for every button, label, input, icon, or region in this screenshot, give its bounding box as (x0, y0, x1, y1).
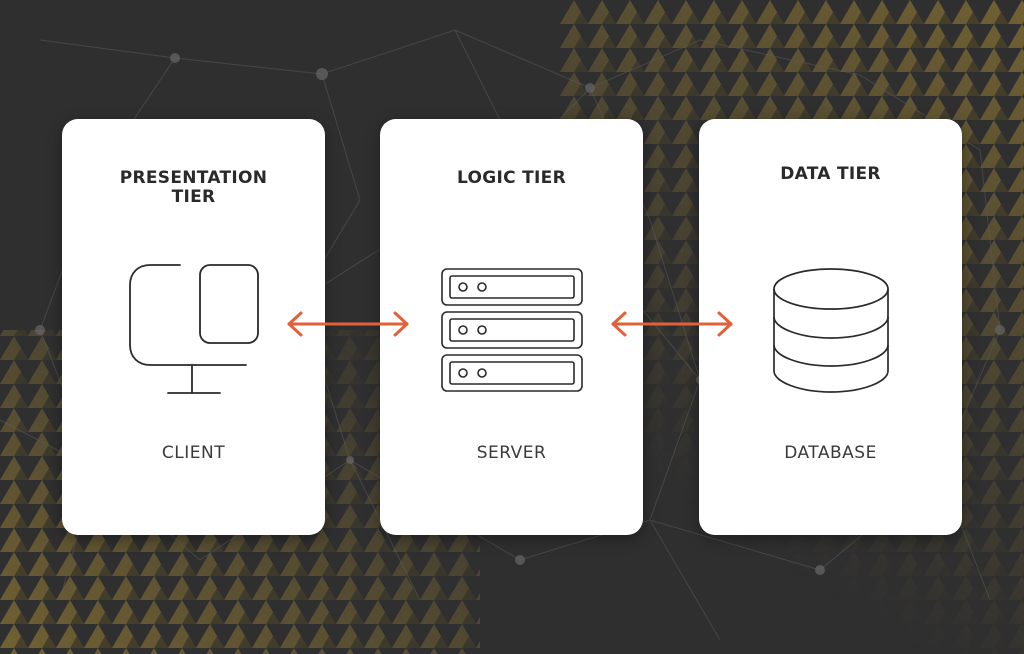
server-rack-icon (441, 268, 583, 392)
card-title: DATA TIER (699, 165, 962, 184)
card-title: PRESENTATION TIER (62, 169, 325, 207)
card-title-line1: PRESENTATION (119, 168, 268, 188)
card-label: SERVER (476, 443, 547, 463)
card-title: LOGIC TIER (380, 169, 643, 188)
card-title-line1: DATA TIER (780, 164, 881, 184)
card-label: CLIENT (161, 443, 226, 463)
card-label: DATABASE (784, 443, 877, 463)
presentation-tier-card: PRESENTATION TIER CLIENT (62, 119, 325, 535)
bidirectional-arrow-icon (611, 311, 733, 337)
logic-tier-card: LOGIC TIER SERVER (380, 119, 643, 535)
card-title-line1: LOGIC TIER (457, 168, 566, 188)
monitor-icon (129, 264, 259, 394)
bidirectional-arrow-icon (287, 311, 409, 337)
database-icon (773, 268, 889, 393)
card-title-line2: TIER (171, 187, 216, 207)
data-tier-card: DATA TIER DATABASE (699, 119, 962, 535)
